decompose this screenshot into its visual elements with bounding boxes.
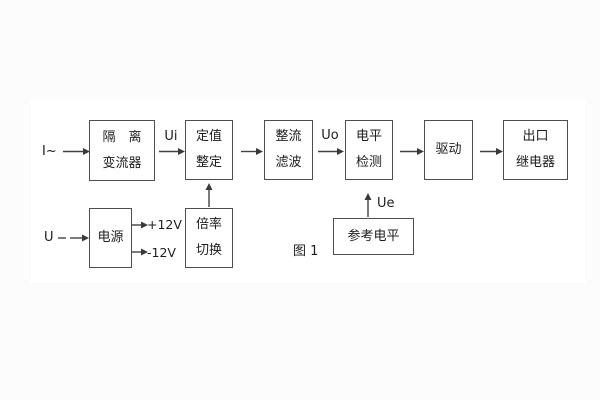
rail-minus12v-label: -12V xyxy=(147,245,176,260)
block-ratio-line1: 倍率 xyxy=(195,217,222,232)
block-level-line1: 电平 xyxy=(355,129,382,144)
block-output-line1: 出口 xyxy=(522,129,549,144)
figure-caption: 图 1 xyxy=(293,244,319,259)
block-output-relay: 出口 继电器 xyxy=(503,120,568,180)
block-ratio-line2: 切换 xyxy=(195,243,222,258)
block-isolation-line2: 变流器 xyxy=(102,155,142,171)
signal-ui-label: Ui xyxy=(164,129,178,144)
signal-ue-label: Ue xyxy=(377,196,395,211)
block-isolation-line1: 隔 离 xyxy=(102,129,142,145)
block-rectifier-filter: 整流 滤波 xyxy=(264,120,313,180)
block-driver: 驱动 xyxy=(424,120,473,180)
block-power-supply: 电源 xyxy=(89,208,132,268)
block-setpoint-adjust: 定值 整定 xyxy=(185,120,233,180)
block-reference-level: 参考电平 xyxy=(333,218,414,255)
block-ratio-switch: 倍率 切换 xyxy=(185,208,233,268)
block-reference-label: 参考电平 xyxy=(347,228,400,244)
block-setpoint-line2: 整定 xyxy=(195,155,222,170)
block-level-line2: 检测 xyxy=(355,155,382,170)
block-rectifier-line1: 整流 xyxy=(275,129,302,144)
signal-uo-label: Uo xyxy=(321,128,339,143)
block-level-detector: 电平 检测 xyxy=(345,120,393,180)
input-voltage-label: U xyxy=(44,230,54,245)
rail-plus12v-label: +12V xyxy=(147,217,182,232)
block-isolation-transformer: 隔 离 变流器 xyxy=(89,120,155,181)
block-setpoint-line1: 定值 xyxy=(195,129,222,144)
block-output-line2: 继电器 xyxy=(515,155,555,170)
input-current-label: I~ xyxy=(42,144,57,159)
block-rectifier-line2: 滤波 xyxy=(275,155,302,170)
block-driver-label: 驱动 xyxy=(435,142,462,157)
block-power-label: 电源 xyxy=(97,230,124,245)
